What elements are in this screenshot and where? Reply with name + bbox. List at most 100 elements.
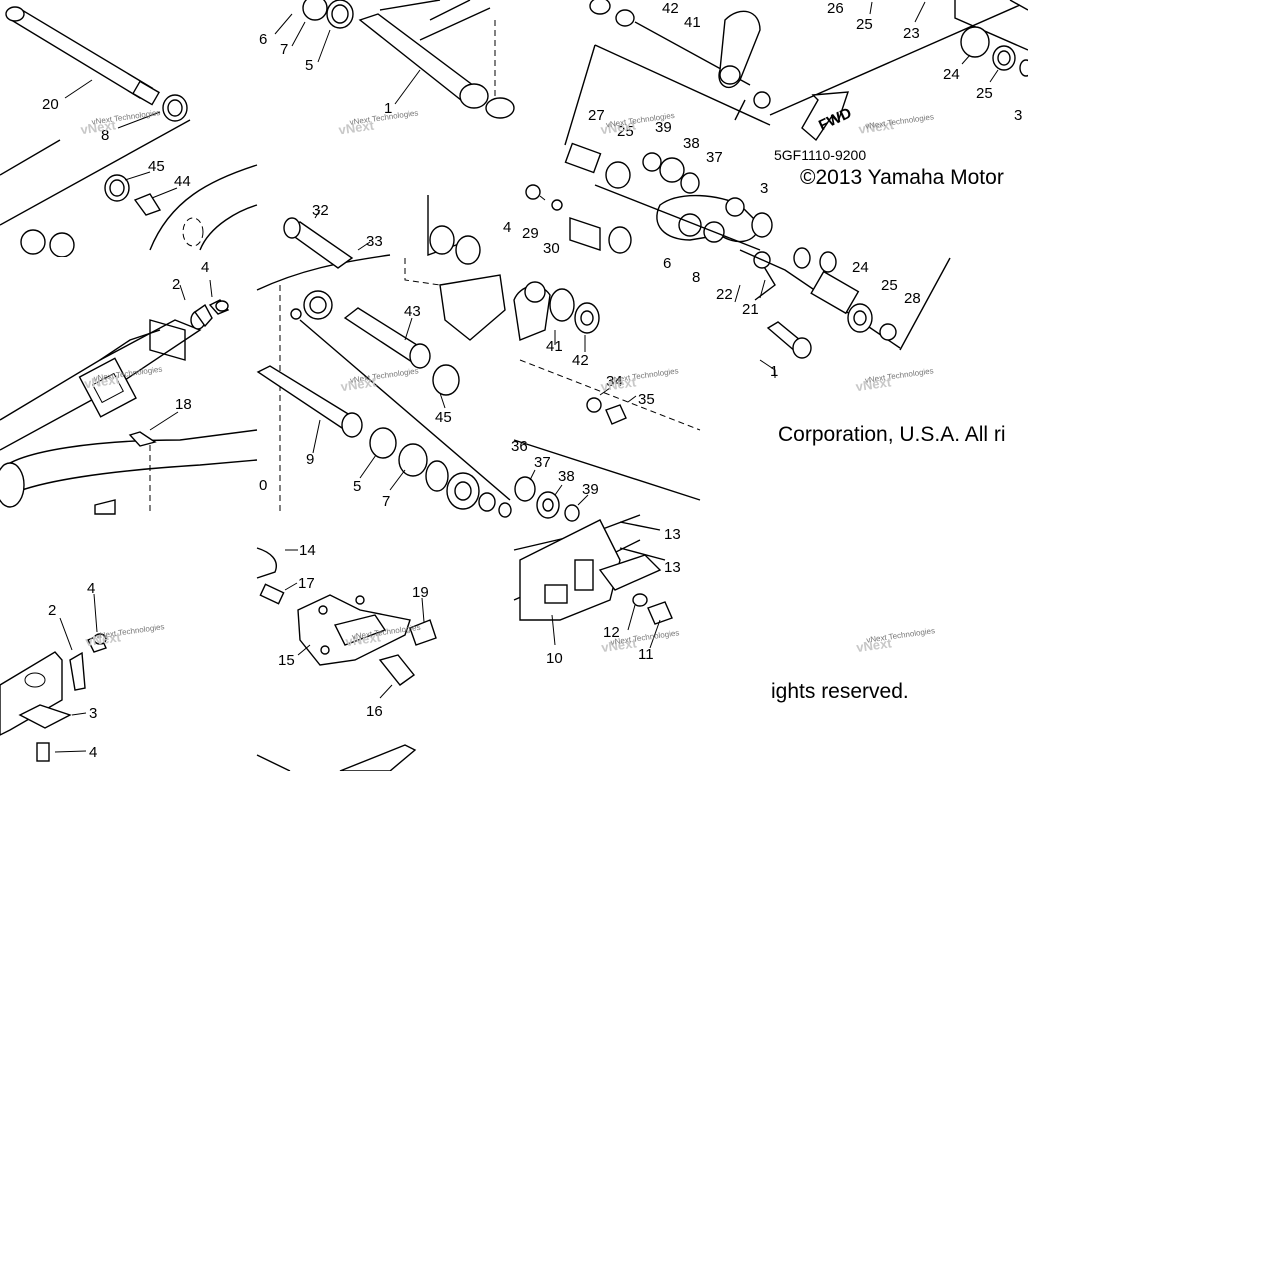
tile-adjuster-left: 2 4 3 4 bbox=[0, 580, 107, 762]
callout-3: 3 bbox=[1014, 107, 1022, 124]
callout-6: 6 bbox=[663, 255, 671, 272]
part-code: 5GF1110-9200 bbox=[774, 147, 866, 163]
callout-13: 13 bbox=[664, 559, 681, 576]
callout-6: 6 bbox=[259, 31, 267, 48]
callout-4: 4 bbox=[201, 259, 209, 276]
svg-text:vNext: vNext bbox=[855, 635, 893, 655]
callout-41: 41 bbox=[684, 14, 701, 31]
callout-1: 1 bbox=[384, 100, 392, 117]
svg-text:vNext: vNext bbox=[344, 629, 382, 649]
tile-swingarm-pivot: 6 7 5 1 bbox=[259, 0, 515, 120]
callout-12: 12 bbox=[603, 624, 620, 641]
tile-title: FWD 26 25 23 24 25 3 5GF1110-9200 ©2013 … bbox=[769, 0, 1033, 189]
svg-text:vNext: vNext bbox=[855, 374, 893, 394]
tile-chain-guide: 14 17 19 15 16 bbox=[256, 542, 437, 772]
svg-text:vNext: vNext bbox=[600, 635, 638, 655]
callout-5: 5 bbox=[305, 57, 313, 74]
callout-13: 13 bbox=[664, 526, 681, 543]
callout-33: 33 bbox=[366, 233, 383, 250]
callout-38: 38 bbox=[558, 468, 575, 485]
callout-4: 4 bbox=[87, 580, 95, 597]
tile-link-lower: 41 42 34 35 6 8 22 21 24 25 28 1 Corpora… bbox=[513, 247, 1006, 501]
callout-16: 16 bbox=[366, 703, 383, 720]
callout-25: 25 bbox=[617, 123, 634, 140]
svg-text:vNext: vNext bbox=[83, 371, 121, 391]
tile-pivot-shafts: 32 33 4 43 45 9 5 7 0 bbox=[256, 195, 512, 518]
callout-42: 42 bbox=[572, 352, 589, 369]
copyright-line-1: ©2013 Yamaha Motor bbox=[800, 166, 1004, 189]
callout-43: 43 bbox=[404, 303, 421, 320]
callout-41: 41 bbox=[546, 338, 563, 355]
svg-text:vNext: vNext bbox=[338, 118, 376, 138]
callout-45: 45 bbox=[435, 409, 452, 426]
copyright-line-3: ights reserved. bbox=[771, 680, 909, 703]
callout-0: 0 bbox=[259, 477, 267, 494]
fwd-arrow: FWD bbox=[801, 91, 854, 142]
callout-24: 24 bbox=[943, 66, 960, 83]
callout-26: 26 bbox=[827, 0, 844, 17]
copyright-line-2: Corporation, U.S.A. All ri bbox=[778, 423, 1006, 446]
callout-38: 38 bbox=[683, 135, 700, 152]
callout-44: 44 bbox=[174, 173, 191, 190]
svg-text:vNext: vNext bbox=[600, 117, 638, 137]
callout-21: 21 bbox=[742, 301, 759, 318]
tile-axle: 20 8 45 44 bbox=[0, 6, 258, 258]
svg-text:vNext: vNext bbox=[340, 374, 378, 394]
svg-text:vNext Technologies: vNext Technologies bbox=[610, 628, 680, 647]
svg-text:vNext Technologies: vNext Technologies bbox=[864, 366, 934, 385]
watermarks: vNext vNext Technologies vNext vNext Tec… bbox=[80, 108, 936, 655]
callout-2: 2 bbox=[48, 602, 56, 619]
callout-9: 9 bbox=[306, 451, 314, 468]
callout-36: 36 bbox=[511, 438, 528, 455]
callout-14: 14 bbox=[299, 542, 316, 559]
svg-text:vNext Technologies: vNext Technologies bbox=[866, 626, 936, 645]
svg-text:vNext: vNext bbox=[84, 629, 122, 649]
callout-20: 20 bbox=[42, 96, 59, 113]
callout-39: 39 bbox=[655, 119, 672, 136]
callout-2: 2 bbox=[172, 276, 180, 293]
callout-18: 18 bbox=[175, 396, 192, 413]
callout-25: 25 bbox=[881, 277, 898, 294]
callout-3: 3 bbox=[760, 180, 768, 197]
callout-30: 30 bbox=[543, 240, 560, 257]
callout-25: 25 bbox=[976, 85, 993, 102]
callout-10: 10 bbox=[546, 650, 563, 667]
callout-4: 4 bbox=[89, 744, 97, 761]
callout-37: 37 bbox=[534, 454, 551, 471]
callout-8: 8 bbox=[101, 127, 109, 144]
callout-37: 37 bbox=[706, 149, 723, 166]
callout-23: 23 bbox=[903, 25, 920, 42]
tile-relay-arm: 27 25 39 38 37 42 41 29 30 3 bbox=[522, 0, 773, 257]
callout-24: 24 bbox=[852, 259, 869, 276]
callout-29: 29 bbox=[522, 225, 539, 242]
svg-text:vNext Technologies: vNext Technologies bbox=[91, 108, 161, 127]
callout-22: 22 bbox=[716, 286, 733, 303]
callout-3: 3 bbox=[89, 705, 97, 722]
svg-text:vNext: vNext bbox=[80, 117, 118, 137]
callout-35: 35 bbox=[638, 391, 655, 408]
svg-text:vNext: vNext bbox=[858, 117, 896, 137]
svg-text:vNext: vNext bbox=[600, 374, 638, 394]
tile-swingarm-right: 36 37 38 39 13 13 10 12 11 ights reserve… bbox=[511, 438, 909, 703]
svg-text:vNext Technologies: vNext Technologies bbox=[609, 366, 679, 385]
callout-32: 32 bbox=[312, 202, 329, 219]
callout-34: 34 bbox=[606, 373, 623, 390]
callout-5: 5 bbox=[353, 478, 361, 495]
callout-7: 7 bbox=[382, 493, 390, 510]
callout-39: 39 bbox=[582, 481, 599, 498]
callout-28: 28 bbox=[904, 290, 921, 307]
callout-4: 4 bbox=[503, 219, 511, 236]
pivot-shaft-part bbox=[5, 6, 160, 106]
svg-text:vNext Technologies: vNext Technologies bbox=[349, 366, 419, 385]
callout-17: 17 bbox=[298, 575, 315, 592]
tile-swingarm-left: 2 4 18 bbox=[0, 259, 258, 515]
callout-45: 45 bbox=[148, 158, 165, 175]
callout-8: 8 bbox=[692, 269, 700, 286]
callout-27: 27 bbox=[588, 107, 605, 124]
callout-7: 7 bbox=[280, 41, 288, 58]
svg-text:vNext Technologies: vNext Technologies bbox=[95, 622, 165, 641]
callout-1: 1 bbox=[770, 363, 778, 380]
callout-19: 19 bbox=[412, 584, 429, 601]
callout-42: 42 bbox=[662, 0, 679, 17]
